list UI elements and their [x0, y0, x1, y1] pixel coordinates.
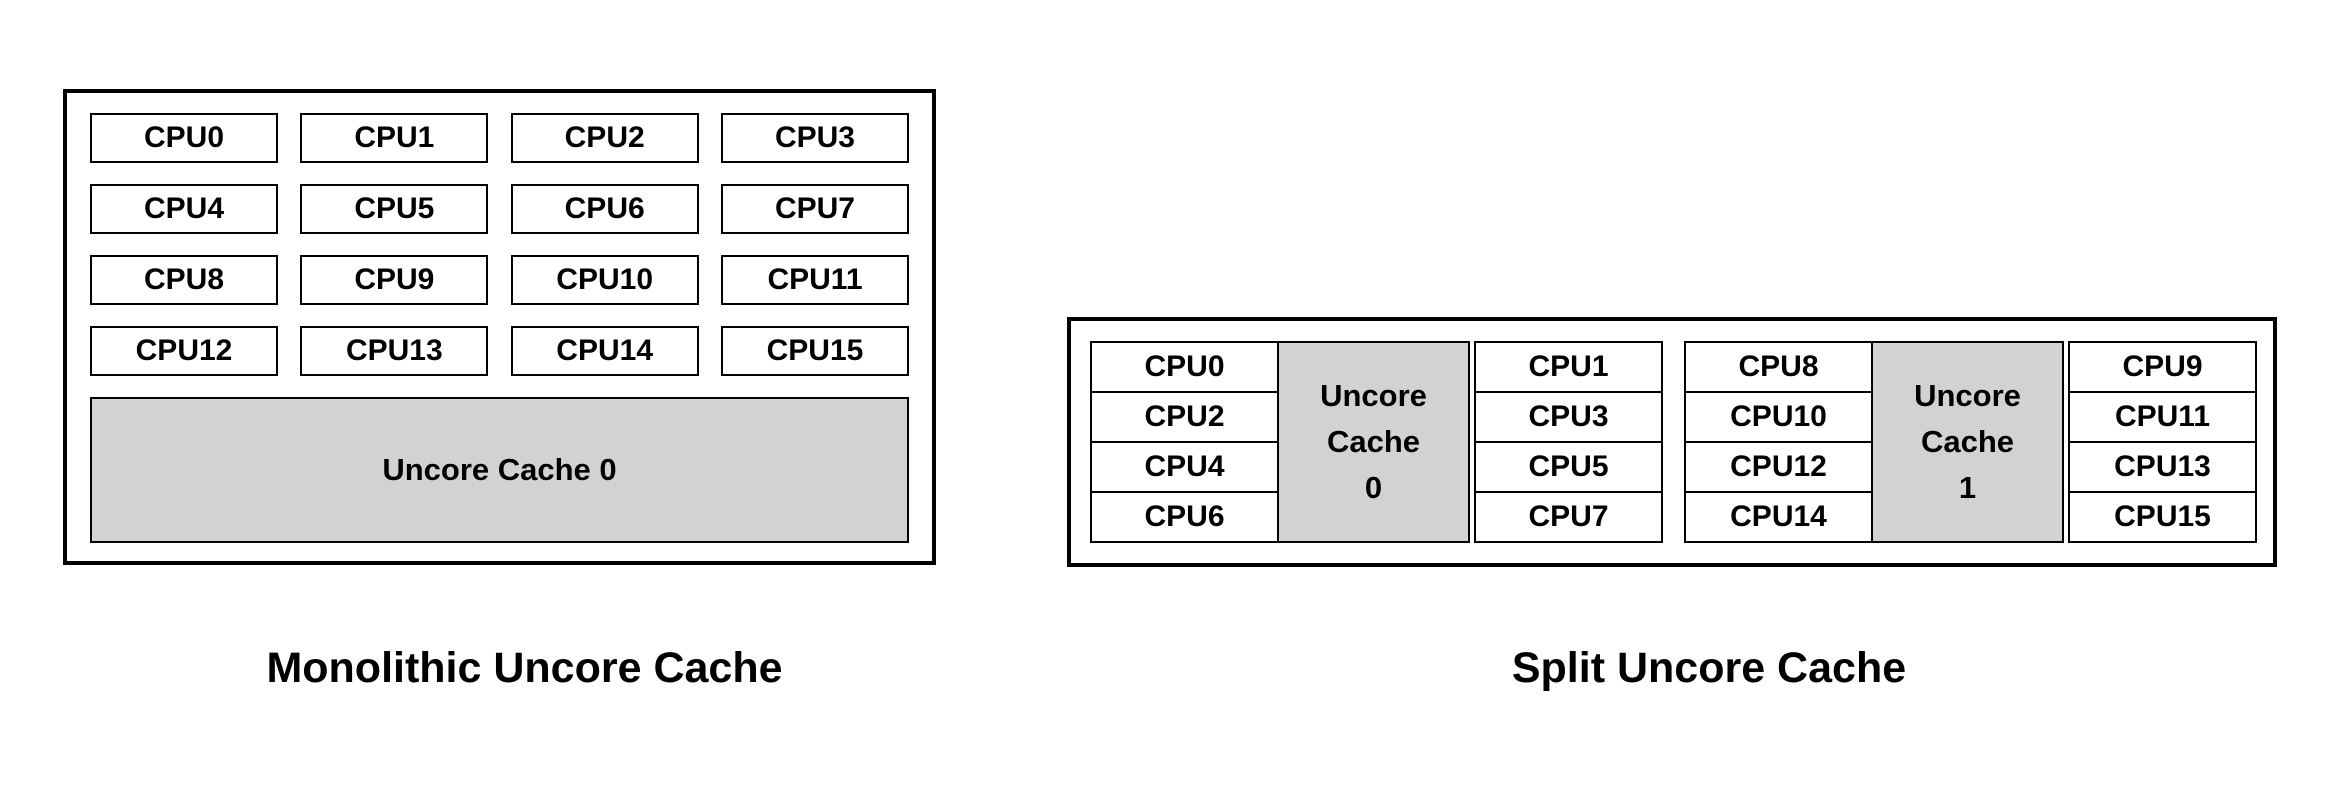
cpu-box: CPU6: [510, 184, 699, 234]
cache-cluster-0: CPU0 CPU2 CPU4 CPU6 Uncore Cache 0 CPU1 …: [1090, 341, 1663, 543]
cpu-cell: CPU9: [2068, 341, 2257, 393]
uncore-cache-0-split-box: Uncore Cache 0: [1277, 341, 1470, 543]
cache-cluster-1: CPU8 CPU10 CPU12 CPU14 Uncore Cache 1 CP…: [1684, 341, 2257, 543]
cpu-box: CPU3: [720, 113, 909, 163]
uncore-cache-1-label: Uncore Cache 1: [1914, 373, 2021, 511]
cache-label-line: Cache: [1326, 424, 1421, 459]
cpu-column-left: CPU0 CPU2 CPU4 CPU6: [1090, 341, 1279, 543]
uncore-cache-0-box: Uncore Cache 0: [90, 397, 909, 543]
cpu-box: CPU11: [720, 255, 909, 305]
cpu-cell: CPU1: [1474, 341, 1663, 393]
cache-label-line: 0: [1364, 470, 1383, 505]
cpu-box: CPU13: [300, 326, 489, 376]
cpu-column-right: CPU1 CPU3 CPU5 CPU7: [1474, 341, 1663, 543]
cpu-cell: CPU10: [1684, 391, 1873, 443]
cpu-cell: CPU7: [1474, 491, 1663, 543]
cpu-box: CPU9: [300, 255, 489, 305]
cache-label-line: Cache: [1920, 424, 2015, 459]
cache-label-line: Uncore: [1914, 378, 2021, 413]
cpu-row: CPU12 CPU13 CPU14 CPU15: [90, 326, 909, 376]
monolithic-package-box: CPU0 CPU1 CPU2 CPU3 CPU4 CPU5 CPU6 CPU7 …: [63, 89, 936, 565]
cpu-column-right: CPU9 CPU11 CPU13 CPU15: [2068, 341, 2257, 543]
cpu-cell: CPU12: [1684, 441, 1873, 493]
split-caption: Split Uncore Cache: [1511, 644, 1907, 692]
cpu-cell: CPU3: [1474, 391, 1663, 443]
cpu-box: CPU4: [90, 184, 278, 234]
cpu-row: CPU8 CPU9 CPU10 CPU11: [90, 255, 909, 305]
cpu-cell: CPU8: [1684, 341, 1873, 393]
monolithic-caption: Monolithic Uncore Cache: [266, 644, 783, 692]
uncore-cache-0-label: Uncore Cache 0: [1320, 373, 1427, 511]
cpu-cell: CPU4: [1090, 441, 1279, 493]
cache-label-line: Uncore: [1320, 378, 1427, 413]
cpu-box: CPU2: [510, 113, 699, 163]
cpu-box: CPU1: [300, 113, 489, 163]
cpu-cell: CPU11: [2068, 391, 2257, 443]
cpu-box: CPU10: [510, 255, 699, 305]
cpu-box: CPU8: [90, 255, 278, 305]
cpu-cell: CPU14: [1684, 491, 1873, 543]
cpu-box: CPU15: [720, 326, 909, 376]
cpu-box: CPU14: [510, 326, 699, 376]
cpu-cell: CPU15: [2068, 491, 2257, 543]
cpu-cell: CPU5: [1474, 441, 1663, 493]
cpu-column-left: CPU8 CPU10 CPU12 CPU14: [1684, 341, 1873, 543]
uncore-cache-1-split-box: Uncore Cache 1: [1871, 341, 2064, 543]
cpu-cell: CPU6: [1090, 491, 1279, 543]
cpu-box: CPU0: [90, 113, 278, 163]
cache-label-line: 1: [1958, 470, 1977, 505]
cpu-box: CPU5: [300, 184, 489, 234]
cpu-cell: CPU2: [1090, 391, 1279, 443]
cpu-cell: CPU0: [1090, 341, 1279, 393]
cpu-row: CPU0 CPU1 CPU2 CPU3: [90, 113, 909, 163]
cpu-box: CPU12: [90, 326, 278, 376]
cpu-row: CPU4 CPU5 CPU6 CPU7: [90, 184, 909, 234]
cpu-box: CPU7: [720, 184, 909, 234]
cpu-cell: CPU13: [2068, 441, 2257, 493]
split-package-box: CPU0 CPU2 CPU4 CPU6 Uncore Cache 0 CPU1 …: [1067, 317, 2277, 567]
